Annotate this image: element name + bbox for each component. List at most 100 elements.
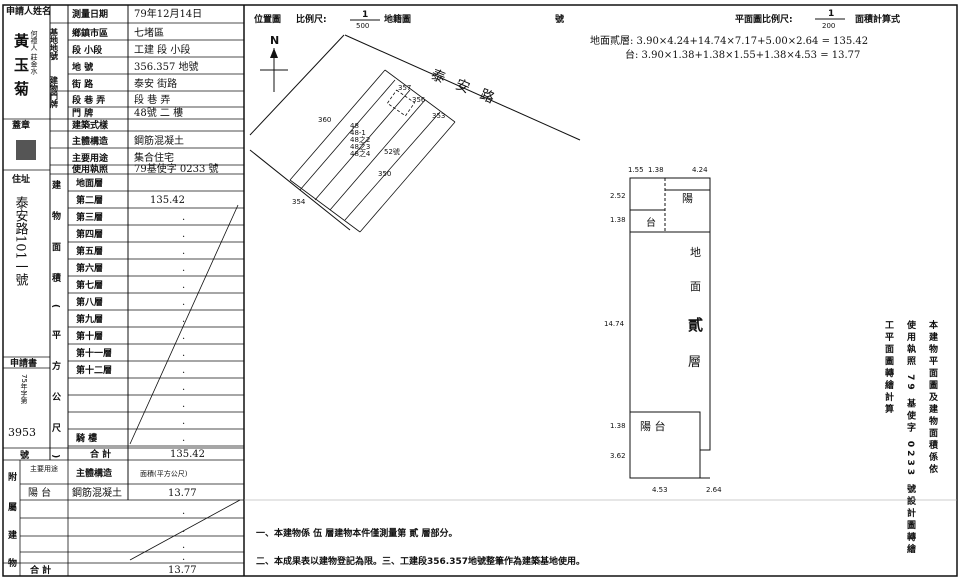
floor-row-label: 第十一層 <box>76 347 112 359</box>
floor-row-value: . <box>182 314 185 325</box>
dim-bottom-a: 4.53 <box>652 486 668 494</box>
footer-notes: 一、本建物係 伍 層建物本件僅測量第 貳 層部分。 二、本成果表以建物登記為限。… <box>244 499 957 567</box>
parcel-number: 356 <box>412 96 426 104</box>
attached-row-area: . <box>182 524 185 535</box>
total-label: 合 計 <box>90 448 111 460</box>
location-map-source: 地籍圖 <box>384 13 411 25</box>
floor-row-value: . <box>182 416 185 427</box>
floor-row-label: 騎 樓 <box>76 432 97 444</box>
floor-row-label: 第四層 <box>76 228 103 240</box>
area-formula-title: 面積計算式 <box>855 13 900 25</box>
survey-date-value: 79年12月14日 <box>134 7 202 20</box>
floor-row-label: 第三層 <box>76 211 103 223</box>
parcel-number: 350 <box>378 170 391 178</box>
floor-row-value: . <box>182 433 185 444</box>
footer-note-2: 二、本成果表以建物登記為限。三、工建段356.357地號整筆作為建築基地使用。 <box>256 555 585 567</box>
address-value: 泰安路101一號 <box>13 196 29 287</box>
balcony-label-2: 台 <box>646 216 656 229</box>
parcel-number: 360 <box>318 116 331 124</box>
floor-row-value: . <box>182 365 185 376</box>
footer-note-1: 一、本建物係 伍 層建物本件僅測量第 貳 層部分。 <box>256 527 458 539</box>
building-door-label: 建物門牌 <box>49 75 59 109</box>
location-scale-label: 比例尺: <box>296 13 327 25</box>
info-row-label: 街 路 <box>71 78 94 90</box>
block-label-5: 48之4 <box>350 149 371 158</box>
floor-row-value: . <box>182 348 185 359</box>
floor-text-2: 面 <box>690 280 701 293</box>
info-row-value: 七堵區 <box>134 26 164 39</box>
application-no-prefix: 75年字第 <box>20 374 28 405</box>
seal-stamp <box>16 140 36 160</box>
building-no: 52號 <box>384 147 400 156</box>
north-arrow-label: N <box>270 34 279 47</box>
attached-row-area: . <box>182 506 185 517</box>
attached-use-header: 主要用途 <box>30 464 58 473</box>
info-row-value: 356.357 地號 <box>134 60 199 73</box>
dim-bottom-b: 2.64 <box>706 486 722 494</box>
attached-row-area: 13.77 <box>168 488 197 499</box>
floor-row-value: . <box>182 263 185 274</box>
floor-row-value: . <box>182 212 185 223</box>
balcony-bottom-label: 陽 台 <box>640 419 666 433</box>
dim-top-b: 1.38 <box>648 166 664 174</box>
applicant-name-3: 菊 <box>14 80 29 98</box>
info-row-label: 使用執照 <box>71 163 108 175</box>
attached-total-value: 13.77 <box>168 565 197 576</box>
floor-row-label: 第十層 <box>76 330 103 342</box>
application-no-suffix: 號 <box>20 449 29 461</box>
floor-text-4: 層 <box>688 355 701 370</box>
floor-row-value: . <box>182 399 185 410</box>
floor-text-1: 地 <box>690 246 701 259</box>
floor-row-value: . <box>182 246 185 257</box>
block-label-1: 48 <box>350 122 359 130</box>
attached-row-structure: 鋼筋混凝土 <box>72 486 122 499</box>
info-row-value: 79基使字 0233 號 <box>134 162 219 175</box>
location-map: 位置圖 比例尺: 1 500 地籍圖 號 N 泰 安 路 <box>249 10 581 233</box>
info-row-label: 段 小段 <box>72 44 103 56</box>
floor-row-label: 第八層 <box>76 296 103 308</box>
outer-frame <box>2 4 958 577</box>
dim-left-a: 2.52 <box>610 192 626 200</box>
floor-row-label: 第六層 <box>76 262 103 274</box>
info-row-value: 集合住宅 <box>134 151 174 164</box>
attached-row-area: . <box>182 552 185 563</box>
floor-plan-drawing: 1.55 1.38 4.24 2.52 1.38 14.74 1.38 3.62… <box>604 166 722 494</box>
block-label-3: 48之2 <box>350 135 370 144</box>
balcony-label: 陽 <box>682 192 693 205</box>
location-scale-den: 500 <box>356 22 369 30</box>
location-map-title: 位置圖 <box>254 13 281 25</box>
dim-left-c: 14.74 <box>604 320 625 328</box>
application-no-value: 3953 <box>8 426 36 439</box>
info-row-label: 段 巷 弄 <box>72 94 105 106</box>
block-label-4: 48之3 <box>350 142 370 151</box>
left-table: 申請人姓名 黃 玉 菊 何禮人 莊金水 蓋章 住址 泰安路101一號 申請書 7… <box>3 5 244 576</box>
applicant-extra: 何禮人 莊金水 <box>30 29 38 74</box>
total-value: 135.42 <box>170 449 205 460</box>
location-scale-num: 1 <box>362 10 368 20</box>
road-name: 泰 安 路 <box>429 67 501 108</box>
floor-row-value: . <box>182 280 185 291</box>
attached-label-1: 附 <box>8 471 17 483</box>
attached-total-label: 合 計 <box>30 564 51 576</box>
floor-row-label: 第二層 <box>76 194 103 206</box>
survey-date-label: 測量日期 <box>72 8 108 20</box>
parcel-number: 354 <box>292 198 306 206</box>
floor-plan-scale-num: 1 <box>828 9 834 19</box>
dim-top-c: 4.24 <box>692 166 708 174</box>
info-row-label: 主體構造 <box>72 135 109 147</box>
parcel-number: 357 <box>398 84 411 92</box>
floor-row-label: 第五層 <box>76 245 103 257</box>
block-label-2: 48-1 <box>350 129 366 137</box>
floor-plan-scale-den: 200 <box>822 22 835 30</box>
balcony-top <box>629 177 711 233</box>
attached-area-header: 面積(平方公尺) <box>140 469 188 478</box>
building-area-label: 建物面積(平方公尺) <box>50 179 62 480</box>
right-note-2: 使用執照 79 基使字 0233 號設計圖轉繪 <box>905 319 917 556</box>
parcel-number: 353 <box>432 112 445 120</box>
svg-text:屬: 屬 <box>8 502 17 513</box>
floor-row-label: 第十二層 <box>76 364 112 376</box>
north-arrow-icon <box>260 48 288 92</box>
floor-row-value: 135.42 <box>150 195 185 206</box>
area-formula-1: 地面貳層: 3.90×4.24+14.74×7.17+5.00×2.64 = 1… <box>590 34 868 47</box>
